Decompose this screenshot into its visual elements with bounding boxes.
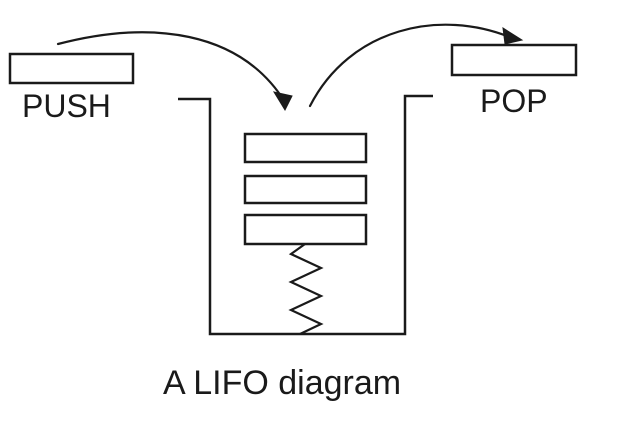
diagram-caption: A LIFO diagram xyxy=(163,364,401,402)
push-label: PUSH xyxy=(22,88,111,124)
pop-item-rect xyxy=(450,43,578,77)
stack-item xyxy=(243,174,368,205)
push-arrow xyxy=(56,31,287,104)
stack-container xyxy=(178,94,433,336)
stack-item xyxy=(243,213,368,246)
pop-arrowhead xyxy=(502,27,524,45)
push-arrowhead xyxy=(272,91,293,112)
stack-items xyxy=(243,132,368,246)
pop-label: POP xyxy=(480,83,548,119)
spring xyxy=(288,243,324,335)
stack-item xyxy=(243,132,368,164)
pop-arrow xyxy=(308,23,514,108)
push-item-rect xyxy=(8,52,135,85)
